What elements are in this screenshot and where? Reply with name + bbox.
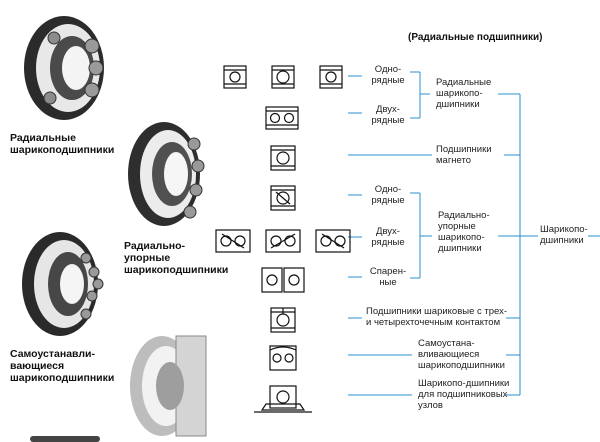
photo-partial-bottom — [30, 436, 100, 442]
photo-self-aligning-ball-bearing — [22, 232, 104, 336]
label-three-four-point-contact: Подшипники шариковые с трех-и четырехточ… — [366, 306, 508, 328]
symbol-single-row-2 — [271, 65, 295, 89]
symbol-angular-single — [270, 185, 296, 211]
symbol-single-row-3 — [319, 65, 343, 89]
caption-self-aligning: Самоустанавли- вающиеся шарикоподшипники — [10, 348, 115, 384]
photo-bearing-unit — [130, 335, 207, 437]
diagram-header: (Радиальные подшипники) — [408, 32, 543, 43]
symbol-paired — [261, 267, 305, 293]
label-double-row-2: Двух-рядные — [371, 226, 405, 248]
symbol-bearing-unit — [254, 385, 312, 413]
label-paired: Спарен-ные — [369, 266, 407, 288]
symbol-angular-double-2 — [265, 229, 301, 253]
symbol-magneto — [270, 145, 296, 171]
label-single-row-2: Одно-рядные — [371, 184, 405, 206]
symbol-angular-double-1 — [215, 229, 251, 253]
label-ball-bearings: Шарикопо-дшипники — [540, 224, 588, 246]
symbol-double-row — [265, 106, 299, 130]
caption-angular: Радиально- упорные шарикоподшипники — [124, 240, 229, 276]
caption-radial: Радиальные шарикоподшипники — [10, 132, 115, 156]
photo-angular-contact-ball-bearing — [128, 122, 205, 226]
photo-radial-ball-bearing — [24, 16, 104, 120]
symbol-self-aligning — [269, 345, 297, 371]
symbol-angular-double-3 — [315, 229, 351, 253]
symbol-four-point — [270, 307, 296, 333]
label-double-row-1: Двух-рядные — [371, 104, 405, 126]
label-single-row-1: Одно-рядные — [371, 64, 405, 86]
symbol-single-row-1 — [223, 65, 247, 89]
